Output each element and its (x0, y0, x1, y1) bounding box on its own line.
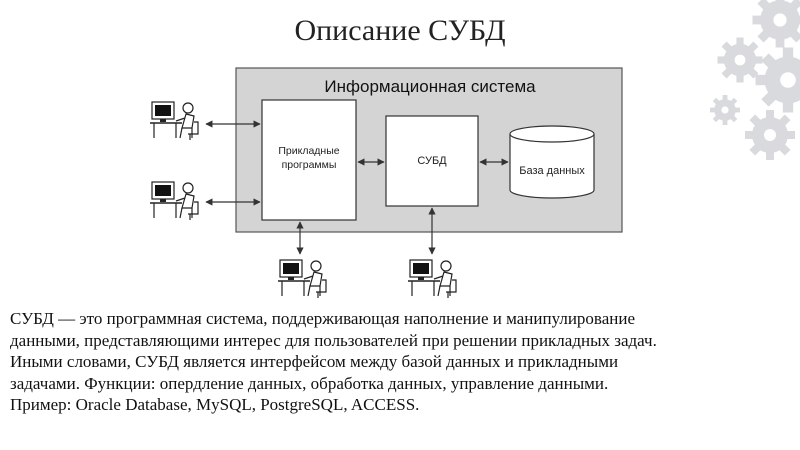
description-line: СУБД — это программная система, поддержи… (10, 309, 636, 328)
gear-icon (710, 95, 740, 125)
gear-icon (752, 0, 800, 48)
dbms-label: СУБД (417, 155, 447, 167)
gears-decoration-icon (710, 0, 800, 160)
apps-box (261, 99, 357, 221)
user-at-computer-icon (407, 259, 457, 299)
user-at-computer-icon (149, 101, 199, 141)
apps-label-line1: Прикладные (278, 145, 339, 157)
apps-label-line2: программы (282, 159, 337, 171)
description-line: данными, представляющими интерес для пол… (10, 330, 657, 350)
system-title: Информационная система (324, 77, 536, 96)
database-cylinder-icon (509, 125, 595, 199)
description-line: задачами. Функции: опердление данных, об… (10, 373, 609, 393)
database-label: База данных (519, 165, 585, 177)
dbms-box (385, 115, 479, 207)
information-system-diagram: Информационная система Прикладные програ… (149, 67, 623, 299)
description-line: Иными словами, СУБД является интерфейсом… (10, 352, 619, 371)
description-line: Пример: Oracle Database, MySQL, PostgreS… (10, 395, 420, 414)
gear-icon (745, 110, 795, 160)
user-at-computer-icon (277, 259, 327, 299)
description-text: СУБД — это программная система, поддержи… (10, 308, 790, 416)
slide-title: Описание СУБД (294, 14, 506, 47)
user-at-computer-icon (149, 181, 199, 221)
